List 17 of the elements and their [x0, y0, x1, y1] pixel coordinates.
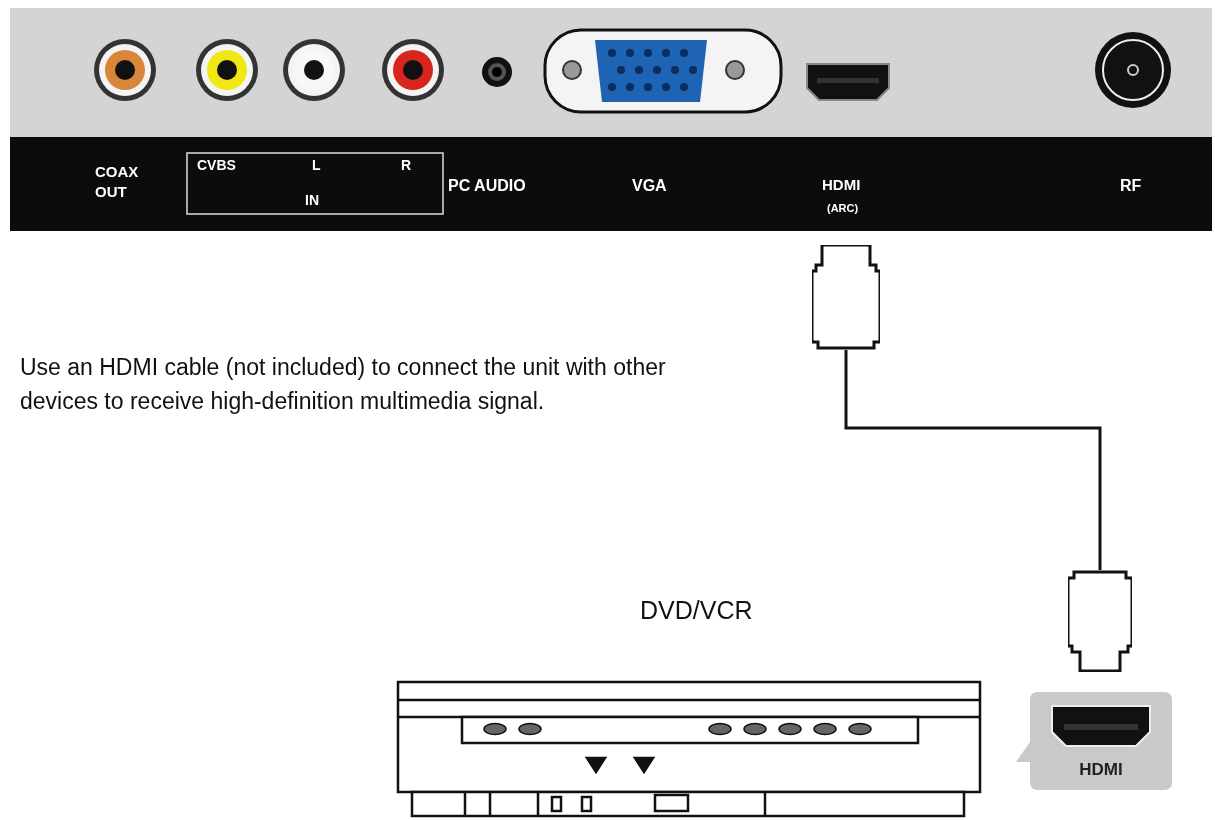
port-label: L — [312, 156, 321, 175]
hdmi-plug — [812, 245, 880, 350]
hdmi-port-callout — [1016, 692, 1172, 790]
port-label: HDMI — [822, 175, 861, 195]
port-label: COAX OUT — [95, 162, 140, 202]
port-label: RF — [1120, 176, 1142, 196]
instruction-text: Use an HDMI cable (not included) to connect the unit with other devices to receive high-definition multimedia signal. — [20, 353, 667, 416]
port-label: CVBS — [197, 156, 236, 175]
hdmi-cable — [844, 350, 1102, 570]
device-label: DVD/VCR — [640, 595, 753, 626]
port-label: HDMI — [1079, 758, 1123, 781]
port-label: VGA — [632, 176, 667, 196]
port-label: PC AUDIO — [448, 176, 526, 196]
port-label: R — [401, 156, 412, 175]
port-label: (ARC) — [827, 201, 859, 216]
port-label: IN — [305, 191, 319, 210]
hdmi-plug — [1068, 570, 1132, 672]
